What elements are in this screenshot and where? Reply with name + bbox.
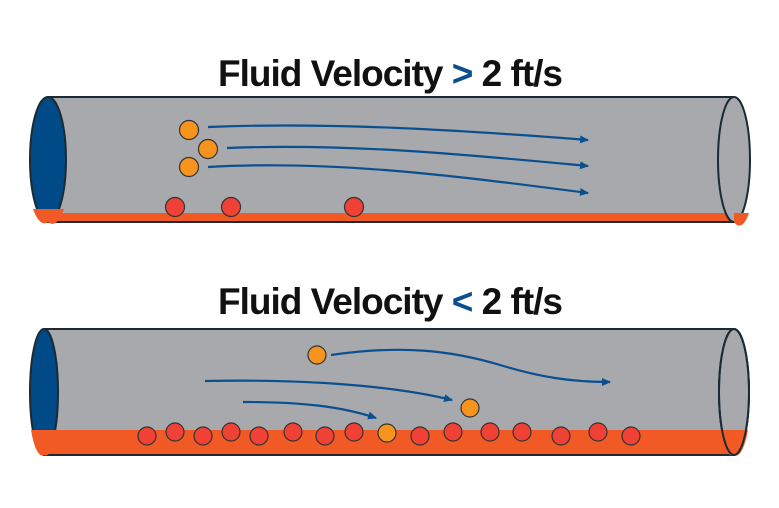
sediment-layer [48, 213, 734, 222]
settled-particle [551, 426, 571, 446]
settled-particle [410, 426, 430, 446]
settled-particle [164, 196, 186, 218]
settled-particle [315, 426, 335, 446]
suspended-particle [377, 423, 397, 443]
suspended-particle [460, 398, 480, 418]
settled-particle [283, 422, 303, 442]
settled-particle [588, 422, 608, 442]
pipe-high-velocity [29, 96, 751, 226]
title-high-velocity: Fluid Velocity > 2 ft/s [218, 53, 562, 94]
settled-particle [443, 422, 463, 442]
pipe-opening [29, 96, 67, 223]
settled-particle [137, 426, 157, 446]
flow-arrows [207, 124, 589, 196]
settled-particle [343, 196, 365, 218]
flow-arrows [204, 348, 611, 420]
settled-particle [221, 422, 241, 442]
title-low-velocity: Fluid Velocity < 2 ft/s [218, 281, 562, 322]
settled-particle [220, 196, 242, 218]
suspended-particle [307, 345, 327, 365]
settled-particle [193, 426, 213, 446]
settled-particle [344, 422, 364, 442]
settled-particle [165, 422, 185, 442]
settled-particle [480, 422, 500, 442]
pipe-low-velocity [29, 328, 750, 456]
settled-particle [512, 422, 532, 442]
settled-particle [249, 426, 269, 446]
suspended-particle [178, 119, 200, 141]
suspended-particle [197, 138, 219, 160]
settled-particle [621, 426, 641, 446]
suspended-particle [178, 156, 200, 178]
